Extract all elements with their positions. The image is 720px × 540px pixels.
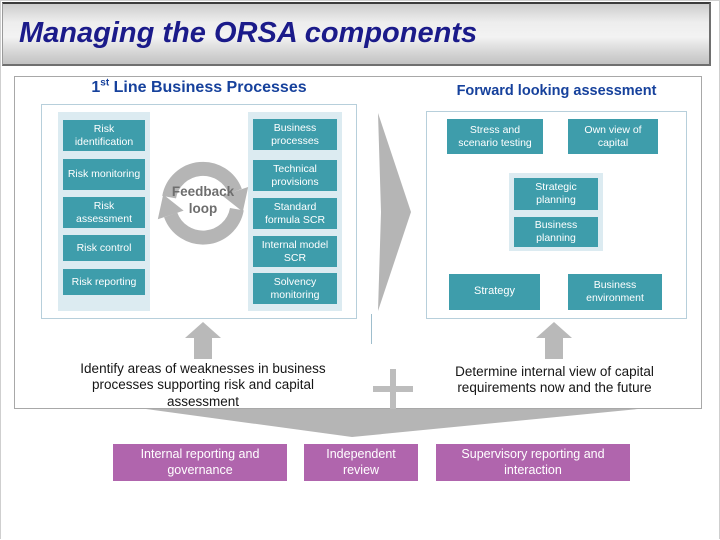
up-arrow-left bbox=[185, 322, 221, 359]
risk-column-strip: Risk identification Risk monitoring Risk… bbox=[58, 112, 150, 311]
header-superscript: st bbox=[100, 77, 110, 89]
page-title: Managing the ORSA components bbox=[19, 17, 478, 49]
supervisory-reporting-box: Supervisory reporting and interaction bbox=[436, 444, 630, 481]
diagram-container: 1st Line Business Processes Forward look… bbox=[14, 76, 702, 409]
solvency-monitoring-box: Solvency monitoring bbox=[253, 273, 337, 304]
flow-arrow-right bbox=[378, 113, 411, 311]
risk-reporting-box: Risk reporting bbox=[63, 269, 145, 295]
feedback-loop-label: Feedback loop bbox=[133, 184, 273, 218]
technical-provisions-box: Technical provisions bbox=[253, 160, 337, 191]
risk-identification-box: Risk identification bbox=[63, 120, 145, 151]
right-note: Determine internal view of capital requi… bbox=[455, 364, 654, 396]
plus-icon bbox=[373, 369, 413, 409]
own-view-capital-box: Own view of capital bbox=[568, 119, 658, 154]
internal-reporting-box: Internal reporting and governance bbox=[113, 444, 287, 481]
strategic-planning-box: Strategic planning bbox=[514, 178, 598, 210]
divider-tick bbox=[371, 314, 372, 344]
first-line-panel-content: Risk identification Risk monitoring Risk… bbox=[41, 104, 355, 317]
business-planning-box: Business planning bbox=[514, 217, 598, 247]
independent-review-box: Independent review bbox=[304, 444, 418, 481]
left-panel-header: 1st Line Business Processes bbox=[39, 77, 359, 97]
header-rest: Line Business Processes bbox=[109, 79, 307, 96]
header-number: 1 bbox=[91, 79, 101, 96]
business-processes-box: Business processes bbox=[253, 119, 337, 150]
risk-control-box: Risk control bbox=[63, 235, 145, 261]
feedback-loop-icon bbox=[157, 161, 249, 245]
process-column-strip: Business processes Technical provisions … bbox=[248, 112, 342, 311]
standard-formula-scr-box: Standard formula SCR bbox=[253, 198, 337, 229]
risk-assessment-box: Risk assessment bbox=[63, 197, 145, 228]
internal-model-scr-box: Internal model SCR bbox=[253, 236, 337, 267]
stress-scenario-box: Stress and scenario testing bbox=[447, 119, 543, 154]
flow-arrow-down bbox=[146, 409, 638, 437]
feedback-line2: loop bbox=[188, 200, 218, 216]
title-bar: Managing the ORSA components bbox=[2, 2, 711, 66]
up-arrow-right bbox=[536, 322, 572, 359]
left-note: Identify areas of weaknesses in business… bbox=[80, 361, 326, 409]
feedback-line1: Feedback bbox=[171, 184, 235, 199]
forward-looking-panel: Stress and scenario testing Own view of … bbox=[426, 111, 687, 319]
strategy-box: Strategy bbox=[449, 274, 540, 310]
right-panel-header: Forward looking assessment bbox=[456, 83, 657, 99]
business-environment-box: Business environment bbox=[568, 274, 662, 310]
risk-monitoring-box: Risk monitoring bbox=[63, 159, 145, 190]
planning-strip: Strategic planning Business planning bbox=[509, 173, 603, 251]
